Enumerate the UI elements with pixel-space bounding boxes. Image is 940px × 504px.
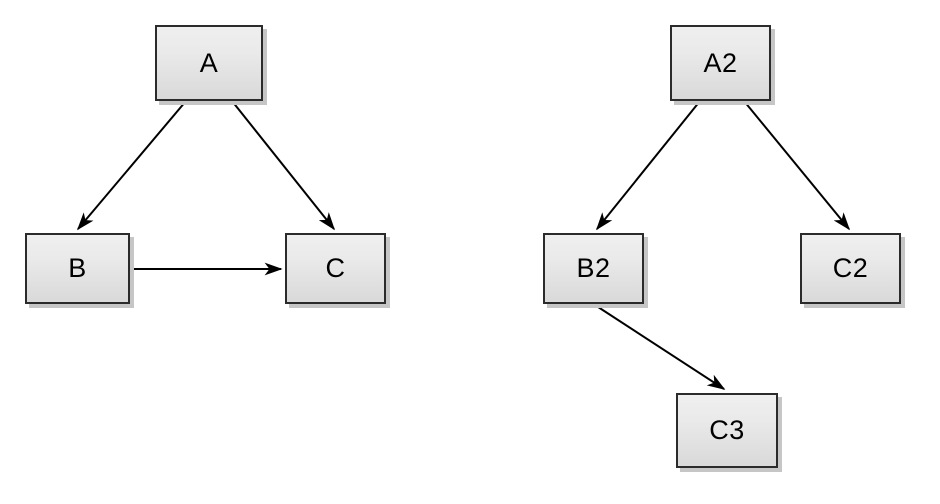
node-label-c2: C2 xyxy=(832,253,869,283)
node-c2[interactable]: C2 xyxy=(800,233,901,304)
node-label-a: A xyxy=(199,47,219,78)
node-a[interactable]: A xyxy=(155,25,263,101)
edge-a-c xyxy=(231,100,335,231)
edge-a2-b2 xyxy=(595,100,701,231)
node-label-a2: A2 xyxy=(703,47,738,78)
edge-a2-c2 xyxy=(743,100,851,231)
node-label-c: C xyxy=(325,253,346,283)
node-c3[interactable]: C3 xyxy=(676,393,778,468)
edge-b2-c3 xyxy=(594,304,726,390)
node-label-b: B xyxy=(68,253,87,283)
node-c[interactable]: C xyxy=(285,233,386,304)
node-b[interactable]: B xyxy=(25,233,130,304)
edge-a-b xyxy=(76,100,187,231)
node-label-c3: C3 xyxy=(709,415,745,445)
node-b2[interactable]: B2 xyxy=(543,233,644,304)
node-label-b2: B2 xyxy=(576,253,611,283)
node-a2[interactable]: A2 xyxy=(670,25,771,101)
